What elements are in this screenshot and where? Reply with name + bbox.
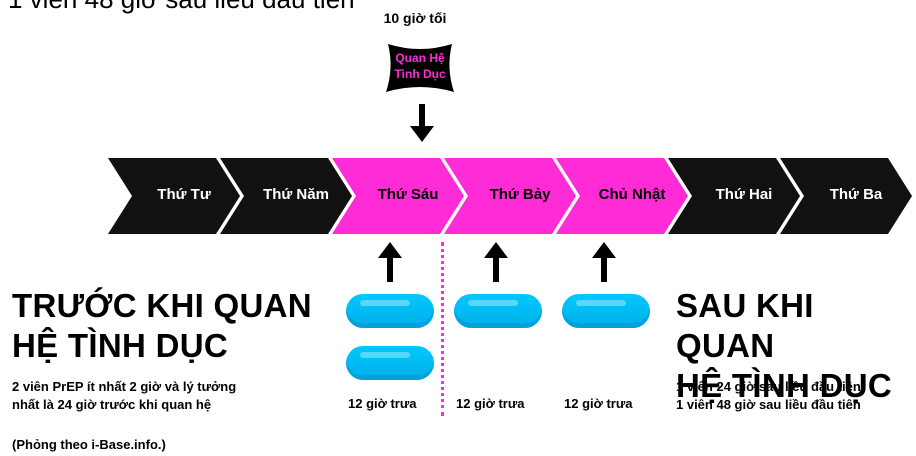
before-heading-line1: TRƯỚC KHI QUAN xyxy=(12,287,312,324)
day-chevron-thu xyxy=(220,158,352,234)
day-label-sun: Chủ Nhật xyxy=(598,186,666,203)
pill-icon xyxy=(346,294,434,328)
day-chevron-wed xyxy=(108,158,240,234)
after-description: 1 viên 24 giờ sau liều đầu tiên 1 viên 4… xyxy=(676,378,861,414)
day-chevron-tue xyxy=(780,158,912,234)
timeline xyxy=(108,158,912,234)
day-label-mon: Thứ Hai xyxy=(715,186,773,203)
dose-time-sun: 12 giờ trưa xyxy=(564,396,633,411)
pill-icon xyxy=(454,294,542,328)
dose-time-sat: 12 giờ trưa xyxy=(456,396,525,411)
event-label-line2: Tình Dục xyxy=(394,67,446,81)
after-desc-line2: 1 viên 48 giờ sau liều đầu tiên xyxy=(676,397,861,412)
event-label: Quan Hệ Tình Dục xyxy=(380,50,460,82)
event-badge xyxy=(386,44,454,92)
top-cut-text: 1 viên 48 giờ sau liều đầu tiên xyxy=(8,0,355,15)
before-desc-line2: nhất là 24 giờ trước khi quan hệ xyxy=(12,397,212,412)
pill-icon xyxy=(346,346,434,380)
day-chevron-mon xyxy=(668,158,800,234)
day-label-wed: Thứ Tư xyxy=(157,186,211,203)
before-desc-line1: 2 viên PrEP ít nhất 2 giờ và lý tưởng xyxy=(12,379,237,394)
after-heading-line2: HỆ TÌNH DỤC xyxy=(676,367,892,404)
pill-icon xyxy=(562,294,650,328)
event-label-line1: Quan Hệ xyxy=(395,51,445,65)
day-label-thu: Thứ Năm xyxy=(263,186,329,203)
down-arrow-icon xyxy=(410,104,434,142)
up-arrow-icon xyxy=(484,242,508,282)
source-note: (Phỏng theo i-Base.info.) xyxy=(12,437,166,452)
event-divider xyxy=(441,242,444,416)
day-chevron-sun xyxy=(556,158,688,234)
after-heading-line1: SAU KHI QUAN xyxy=(676,287,814,364)
dose-time-fri: 12 giờ trưa xyxy=(348,396,417,411)
event-time: 10 giờ tối xyxy=(383,10,447,26)
after-heading: SAU KHI QUAN HỆ TÌNH DỤC xyxy=(676,286,916,406)
day-label-fri: Thứ Sáu xyxy=(377,186,439,203)
up-arrow-icon xyxy=(378,242,402,282)
after-desc-line1: 1 viên 24 giờ sau liều đầu tiên xyxy=(676,379,861,394)
up-arrow-icon xyxy=(592,242,616,282)
before-heading: TRƯỚC KHI QUAN HỆ TÌNH DỤC xyxy=(12,286,312,366)
day-label-sat: Thứ Bảy xyxy=(489,186,551,203)
day-chevron-sat xyxy=(444,158,576,234)
day-chevron-fri xyxy=(332,158,464,234)
before-description: 2 viên PrEP ít nhất 2 giờ và lý tưởng nh… xyxy=(12,378,236,414)
before-heading-line2: HỆ TÌNH DỤC xyxy=(12,327,228,364)
day-label-tue: Thứ Ba xyxy=(829,186,883,203)
